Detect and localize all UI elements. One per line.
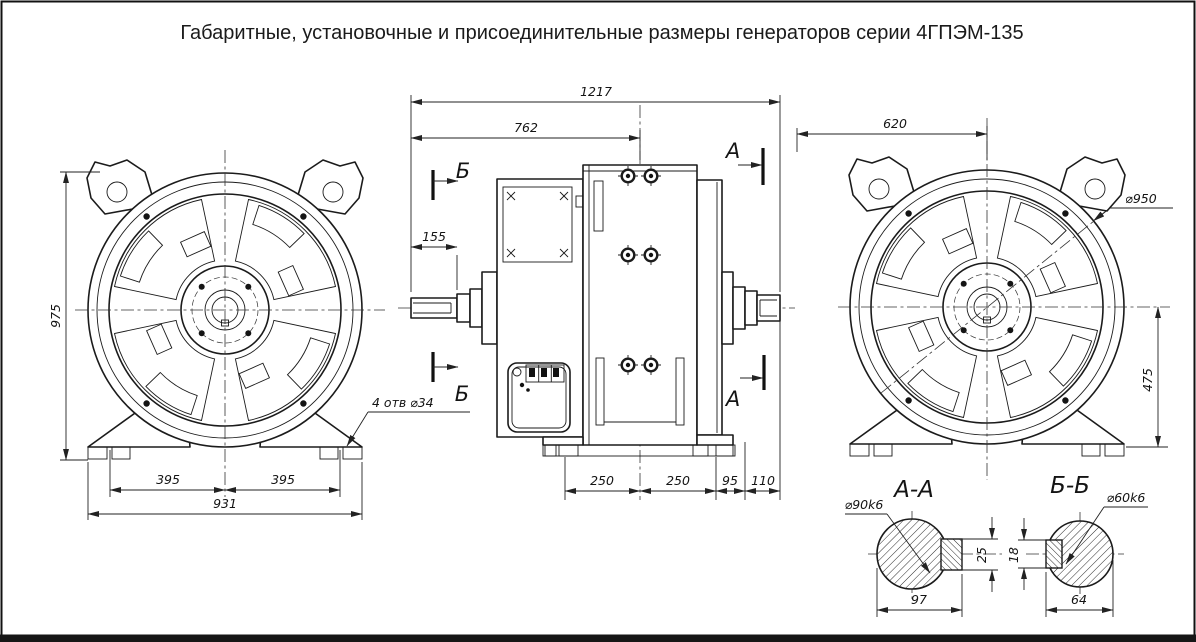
drawing-title: Габаритные, установочные и присоединител…: [180, 22, 1023, 44]
dim-overall-length: 1217: [580, 84, 612, 99]
shaft-section-aa: [876, 518, 948, 590]
section-bb: Б-Б ⌀60k6 18 64: [1006, 473, 1148, 617]
section-b-label-top: Б: [456, 159, 470, 183]
dim-shaft-dia-bb: ⌀60k6: [1107, 490, 1146, 505]
housing-left: [496, 178, 584, 438]
dim-key-25: 25: [974, 547, 989, 563]
key-section-aa: [940, 538, 963, 571]
dim-base-width: 931: [213, 496, 237, 511]
dim-key-18: 18: [1006, 547, 1021, 563]
section-mark-b: Б Б: [431, 159, 470, 406]
rear-view: 620 ⌀950 475: [796, 116, 1173, 480]
housing-main: [582, 164, 698, 446]
dim-outer-dia: ⌀950: [1125, 191, 1156, 206]
section-a-label-top: А: [724, 139, 740, 163]
key-section-bb: [1045, 539, 1063, 569]
inspection-window: [502, 186, 573, 263]
shaft-left: [410, 297, 458, 319]
dim-97: 97: [911, 592, 927, 607]
shaft-right: [756, 294, 781, 322]
dim-64: 64: [1071, 592, 1087, 607]
dim-foot-pitch-1: 250: [590, 473, 614, 488]
dim-foot-pitch-2: 250: [666, 473, 690, 488]
section-aa: А-А ⌀90k6 25 97: [845, 477, 1002, 617]
section-aa-title: А-А: [892, 477, 934, 503]
dim-axis-height: 475: [1140, 368, 1155, 392]
dim-762: 762: [514, 120, 538, 135]
section-b-label-bottom: Б: [455, 382, 469, 406]
front-view: 975 395 395 931 4 отв ⌀34: [48, 150, 470, 520]
section-a-label-bottom: А: [724, 387, 740, 411]
end-shield: [696, 179, 723, 436]
side-view: Б Б А А 1217 762 155: [398, 84, 795, 500]
dim-foot-left: 395: [156, 472, 180, 487]
section-mark-a: А А: [724, 139, 766, 411]
dim-620: 620: [883, 116, 907, 131]
dim-height: 975: [48, 304, 63, 328]
bottom-bar: [0, 634, 1196, 642]
section-bb-title: Б-Б: [1050, 473, 1090, 499]
dim-95: 95: [722, 473, 738, 488]
terminal-box: [507, 362, 571, 433]
dim-shaft-ext: 155: [422, 229, 446, 244]
dim-110: 110: [751, 473, 775, 488]
holes-note: 4 отв ⌀34: [372, 395, 434, 410]
dim-foot-right: 395: [271, 472, 295, 487]
dim-shaft-dia-aa: ⌀90k6: [845, 497, 884, 512]
